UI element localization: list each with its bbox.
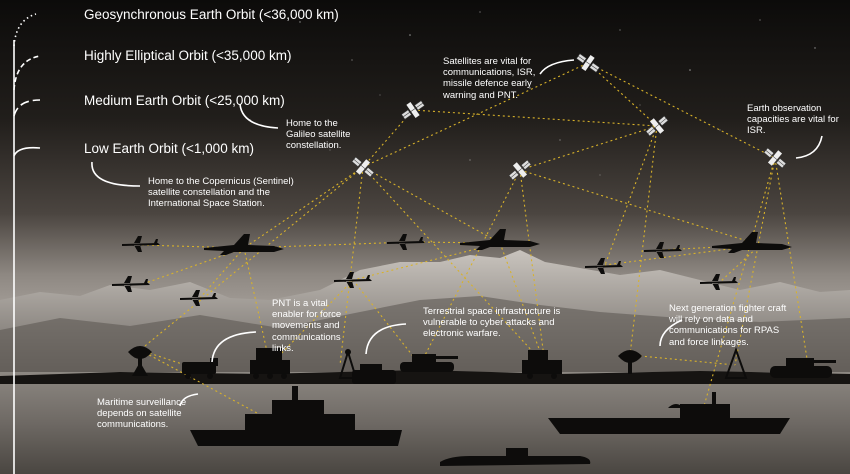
- orbit-indicator-arcs: [13, 13, 41, 474]
- annotation-maritime: Maritime surveillance depends on satelli…: [97, 397, 187, 431]
- orbit-label-medium-earth: Medium Earth Orbit (<25,000 km): [84, 93, 285, 108]
- radar-dish-icon: [128, 346, 152, 376]
- mobile-launcher-icon: [522, 350, 562, 379]
- annotation-galileo: Home to the Galileo satellite constellat…: [286, 118, 351, 152]
- orbit-label-low-earth: Low Earth Orbit (<1,000 km): [84, 141, 254, 156]
- radio-tower-icon: [338, 348, 358, 379]
- orbit-label-geosynchronous: Geosynchronous Earth Orbit (<36,000 km): [84, 7, 339, 22]
- annotation-satellites-vital: Satellites are vital for communications,…: [443, 56, 536, 101]
- submarine-icon: [440, 448, 591, 466]
- patrol-ship-icon: [548, 392, 790, 434]
- annotation-copernicus: Home to the Copernicus (Sentinel) satell…: [148, 176, 294, 210]
- annotation-pnt: PNT is a vital enabler for force movemen…: [272, 298, 342, 354]
- tank-icon: [400, 354, 458, 372]
- annotation-next-generation: Next generation fighter craft will rely …: [669, 303, 787, 348]
- orbit-label-highly-elliptical: Highly Elliptical Orbit (<35,000 km): [84, 48, 292, 63]
- radio-tower-icon: [724, 347, 748, 379]
- annotation-earth-observation: Earth observation capacities are vital f…: [747, 103, 839, 137]
- missile-launcher-icon: [250, 348, 290, 379]
- annotation-terrestrial: Terrestrial space infrastructure is vuln…: [423, 306, 561, 340]
- tank-icon: [770, 358, 836, 378]
- military-truck-icon: [182, 358, 218, 379]
- communication-links: [139, 62, 809, 421]
- annotation-pointers: [91, 59, 823, 407]
- warship-icon: [190, 386, 402, 446]
- armored-vehicle-icon: [352, 364, 396, 384]
- radar-dish-icon: [618, 350, 642, 374]
